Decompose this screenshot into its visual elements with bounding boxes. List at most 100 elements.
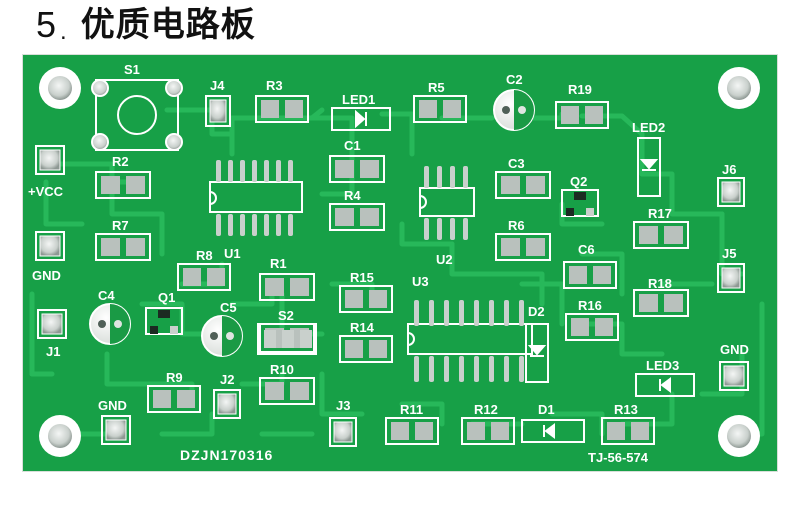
solder-pad <box>391 422 409 440</box>
board-code: DZJN170316 <box>180 447 273 463</box>
smd-footprints <box>95 95 689 445</box>
ic-pin <box>216 160 221 182</box>
ic-pin <box>424 166 429 188</box>
label-r1: R1 <box>270 256 287 271</box>
ic-pin <box>414 300 419 326</box>
solder-pad <box>501 176 520 194</box>
ic-pin <box>424 218 429 240</box>
ic-pin <box>240 160 245 182</box>
label-r16: R16 <box>578 298 602 313</box>
label-c2: C2 <box>506 72 523 87</box>
label-r10: R10 <box>270 362 294 377</box>
label-c1: C1 <box>344 138 361 153</box>
solder-pad <box>415 422 433 440</box>
solder-pad <box>369 340 387 358</box>
d2-footprint <box>525 323 549 383</box>
label-r8: R8 <box>196 248 213 263</box>
solder-pad <box>467 422 485 440</box>
ic-pin <box>444 356 449 382</box>
solder-pad <box>593 266 611 284</box>
label-c3: C3 <box>508 156 525 171</box>
ic-pin <box>474 300 479 326</box>
label-j6: J6 <box>722 162 736 177</box>
ic-pin <box>444 300 449 326</box>
label-gnd-right: GND <box>720 342 749 357</box>
solder-pad <box>639 294 658 312</box>
label-led3: LED3 <box>646 358 679 373</box>
ic-pin <box>504 356 509 382</box>
label-r2: R2 <box>112 154 129 169</box>
solder-pad <box>290 382 309 400</box>
ic-pin <box>228 214 233 236</box>
ic-pin <box>519 356 524 382</box>
label-r9: R9 <box>166 370 183 385</box>
solder-pad <box>369 290 387 308</box>
solder-pad <box>664 226 683 244</box>
ic-pin <box>429 356 434 382</box>
solder-pad <box>177 390 195 408</box>
ic-pin <box>414 356 419 382</box>
heading-separator: . <box>60 18 67 45</box>
label-j2: J2 <box>220 372 234 387</box>
solder-pad <box>126 176 145 194</box>
c2-capacitor <box>493 89 535 131</box>
label-r13: R13 <box>614 402 638 417</box>
solder-pad <box>101 176 120 194</box>
label-r12: R12 <box>474 402 498 417</box>
solder-pad <box>183 268 201 286</box>
ic-pin <box>437 166 442 188</box>
solder-pad <box>569 266 587 284</box>
ic-pin <box>276 160 281 182</box>
label-r11: R11 <box>400 402 423 417</box>
solder-pad <box>607 422 625 440</box>
part-number: TJ-56-574 <box>588 450 649 465</box>
solder-pad <box>360 208 379 226</box>
heading-number: 5 <box>36 4 57 45</box>
s2-switch-footprint <box>257 323 317 355</box>
solder-pad <box>419 100 437 118</box>
ic-pin <box>252 160 257 182</box>
c5-capacitor <box>201 315 243 357</box>
solder-pad <box>501 238 520 256</box>
solder-pad <box>345 290 363 308</box>
solder-pad <box>126 238 145 256</box>
u1-ic-footprint <box>209 181 303 213</box>
label-j5: J5 <box>722 246 736 261</box>
solder-pad <box>101 238 120 256</box>
pcb-board: S1 J4 R3 LED1 R5 C2 R19 LED2 R2 C1 C3 Q2… <box>22 54 778 472</box>
solder-pad <box>664 294 683 312</box>
ic-pins <box>216 160 524 382</box>
label-r6: R6 <box>508 218 525 233</box>
u2-ic-footprint <box>419 187 475 217</box>
heading-title: 优质电路板 <box>80 5 256 45</box>
solder-pad <box>360 160 379 178</box>
c4-capacitor <box>89 303 131 345</box>
label-j4: J4 <box>210 78 225 93</box>
solder-pad <box>585 106 603 124</box>
label-c5: C5 <box>220 300 237 315</box>
ic-pin <box>463 166 468 188</box>
solder-pad <box>631 422 649 440</box>
ic-pin <box>459 356 464 382</box>
label-r19: R19 <box>568 82 592 97</box>
solder-pad <box>335 160 354 178</box>
label-r14: R14 <box>350 320 375 335</box>
label-r7: R7 <box>112 218 129 233</box>
solder-pad <box>526 176 545 194</box>
ic-pin <box>463 218 468 240</box>
connector-pads <box>35 95 749 447</box>
ic-pin <box>276 214 281 236</box>
solder-pad <box>265 278 284 296</box>
label-u1: U1 <box>224 246 241 261</box>
ic-pin <box>288 160 293 182</box>
ic-pin <box>264 214 269 236</box>
solder-pad <box>285 100 303 118</box>
label-r18: R18 <box>648 276 672 291</box>
solder-pad <box>335 208 354 226</box>
d1-footprint <box>521 419 585 443</box>
ic-pin <box>450 166 455 188</box>
solder-pad <box>526 238 545 256</box>
label-u2: U2 <box>436 252 453 267</box>
label-q2: Q2 <box>570 174 587 189</box>
ic-pin <box>228 160 233 182</box>
